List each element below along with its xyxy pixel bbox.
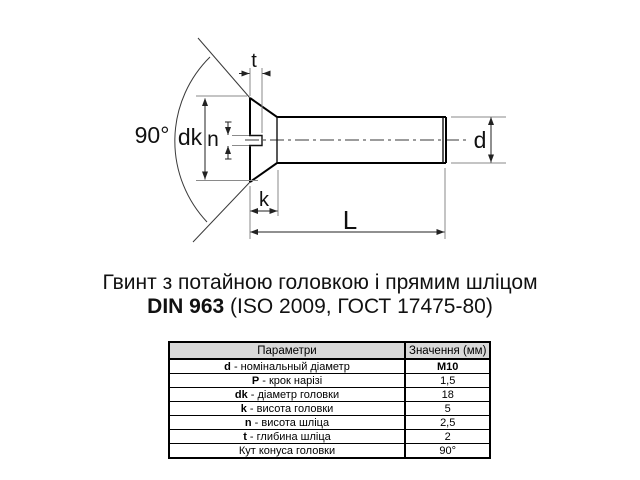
param-symbol: n xyxy=(244,416,252,429)
table-row: P - крок нарізі 1,5 xyxy=(168,373,491,388)
param-label: - номінальный діаметр xyxy=(230,360,350,373)
slot-outline xyxy=(249,134,263,147)
param-label: - крок нарізі xyxy=(259,374,323,387)
param-cell: Кут конуса головки xyxy=(168,443,406,459)
extension-lines xyxy=(196,68,506,239)
param-label: - висота шліца xyxy=(251,416,330,429)
label-slot-depth: t xyxy=(251,50,257,72)
screw-technical-drawing: 90° dk n t k L d xyxy=(135,37,506,243)
param-cell: P - крок нарізі xyxy=(168,373,406,388)
param-cell: k - висота головки xyxy=(168,401,406,416)
label-head-height: k xyxy=(259,189,270,211)
table-row: dk - діаметр головки 18 xyxy=(168,387,491,402)
table-row: t - глибина шліца 2 xyxy=(168,429,491,444)
param-cell: d - номінальный діаметр xyxy=(168,358,406,374)
param-symbol: k xyxy=(240,402,247,415)
table-row: k - висота головки 5 xyxy=(168,401,491,416)
value-cell: M10 xyxy=(403,358,491,374)
value-cell: 2,5 xyxy=(403,415,491,430)
title-block: Гвинт з потайною головкою і прямим шліцо… xyxy=(0,271,640,319)
value-cell: 90° xyxy=(403,443,491,459)
value-cell: 5 xyxy=(403,401,491,416)
header-parameter: Параметри xyxy=(168,341,406,360)
cone-angle-arc xyxy=(174,56,211,223)
dimension-labels: 90° dk n t k L d xyxy=(135,50,487,235)
title-standard-refs: (ISO 2009, ГОСТ 17475-80) xyxy=(224,295,493,318)
dimension-lines xyxy=(202,70,494,235)
param-cell: n - висота шліца xyxy=(168,415,406,430)
head-lower-edge xyxy=(249,162,446,183)
param-label: - діаметр головки xyxy=(247,388,340,401)
value-cell: 1,5 xyxy=(403,373,491,388)
label-head-diameter: dk xyxy=(178,124,203,150)
value-cell: 2 xyxy=(403,429,491,444)
header-value: Значення (мм) xyxy=(403,341,491,360)
table-row: n - висота шліца 2,5 xyxy=(168,415,491,430)
title-line-1: Гвинт з потайною головкою і прямим шліцо… xyxy=(102,271,538,294)
param-symbol: t xyxy=(243,430,247,443)
value-cell: 18 xyxy=(403,387,491,402)
param-cell: t - глибина шліца xyxy=(168,429,406,444)
cone-line-upper xyxy=(197,37,251,99)
table-row: Кут конуса головки 90° xyxy=(168,443,491,459)
param-cell: dk - діаметр головки xyxy=(168,387,406,402)
table-row: d - номінальный діаметр M10 xyxy=(168,358,491,374)
cone-angle-construction xyxy=(174,37,251,243)
param-symbol: dk xyxy=(234,388,248,401)
table-header-row: Параметри Значення (мм) xyxy=(168,341,491,360)
cone-line-lower xyxy=(192,181,251,243)
parameters-table: Параметри Значення (мм) d - номінальный … xyxy=(168,341,492,459)
label-cone-angle: 90° xyxy=(135,122,170,148)
title-standard-din: DIN 963 xyxy=(147,295,225,318)
param-label: Кут конуса головки xyxy=(238,444,336,457)
head-upper-edge xyxy=(249,97,446,118)
param-symbol: d xyxy=(224,360,231,373)
label-length: L xyxy=(343,205,357,235)
label-thread-diameter: d xyxy=(474,127,487,153)
label-slot-width: n xyxy=(207,128,219,151)
param-symbol: P xyxy=(251,374,260,387)
param-label: - висота головки xyxy=(246,402,334,415)
screw-outline xyxy=(249,97,447,183)
title-line-2: DIN 963 (ISO 2009, ГОСТ 17475-80) xyxy=(0,295,640,319)
param-label: - глибина шліца xyxy=(246,430,331,443)
